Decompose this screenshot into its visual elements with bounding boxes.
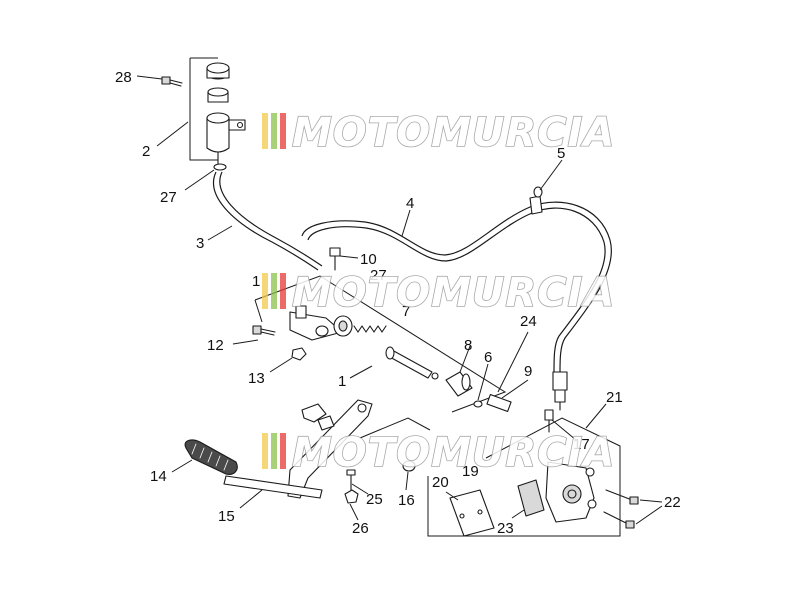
callout-4: 4 [406,195,414,212]
reservoir-seal [207,87,229,103]
watermark-stripe [280,433,286,469]
pivot-nut [344,489,359,504]
watermark-stripe [262,433,268,469]
pedal-lever [287,399,373,499]
footrest-arm [223,475,323,499]
reservoir-group-bracket [189,57,218,161]
callout-labels: 28 2 27 3 4 5 10 1 27 7 12 13 1 24 8 6 9… [115,69,681,537]
spring-bracket-outline [359,417,431,439]
callout-17: 17 [573,436,590,453]
callout-1-lower: 1 [338,373,346,390]
callout-3: 3 [196,235,204,252]
slave-cylinder-box [427,417,621,537]
pivot-bolt [346,469,356,491]
pin [486,393,512,413]
callout-28: 28 [115,69,132,86]
watermark-stripe [262,113,268,149]
leader-lines [136,75,663,525]
pipe-end-fitting [552,371,568,411]
hose-clip-upper [213,163,227,171]
reservoir-cap [206,62,230,80]
watermark-logo-text: MOTOMURCIA [292,110,615,156]
watermark-stripe [262,273,268,309]
reservoir-body [206,112,246,165]
callout-1-upper: 1 [252,273,260,290]
mounting-nut [291,347,307,361]
watermark-bottom: MOTOMURCIA [262,429,615,477]
watermark-logo-text: MOTOMURCIA [292,430,615,476]
slave-bolts [603,489,639,529]
callout-7: 7 [402,303,410,320]
callout-6: 6 [484,349,492,366]
callout-20: 20 [432,474,449,491]
callout-15: 15 [218,508,235,525]
callout-27-lower: 27 [370,267,387,284]
pedal-linkage [301,403,335,431]
watermark-stripe [271,113,277,149]
callout-12: 12 [207,337,224,354]
watermark-top: MOTOMURCIA [262,109,615,157]
watermark-stripe [271,273,277,309]
callout-21: 21 [606,389,623,406]
callout-9: 9 [524,363,532,380]
callout-10: 10 [360,251,377,268]
spacer [402,460,416,472]
pipe-clamp [529,186,543,215]
return-spring [353,325,387,333]
piston-rod [385,346,439,380]
callout-13: 13 [248,370,265,387]
callout-8: 8 [464,337,472,354]
slave-piston-plate [449,489,495,537]
slave-seal [517,479,545,517]
slave-cylinder-body [545,461,597,523]
callout-14: 14 [150,468,167,485]
banjo-bolt [329,247,341,271]
callout-24: 24 [520,313,537,330]
mounting-bolt [252,325,276,336]
callout-2: 2 [142,143,150,160]
callout-16: 16 [398,492,415,509]
watermark-stripe [280,273,286,309]
bleed-screw [544,409,554,433]
callout-22: 22 [664,494,681,511]
reservoir-screw [161,76,183,87]
callout-19: 19 [462,463,479,480]
watermark-stripe [271,433,277,469]
circlip [473,400,483,408]
callout-5: 5 [557,145,565,162]
watermark-middle: MOTOMURCIA [262,269,615,317]
master-cylinder-body [289,305,353,341]
dust-boot [445,371,473,397]
watermark-logo-text: MOTOMURCIA [292,270,615,316]
callout-27-upper: 27 [160,189,177,206]
callout-25: 25 [366,491,383,508]
watermark-stripe [280,113,286,149]
foot-peg-rubber [184,439,238,475]
callout-23: 23 [497,520,514,537]
callout-26: 26 [352,520,369,537]
feed-hose [213,171,323,271]
